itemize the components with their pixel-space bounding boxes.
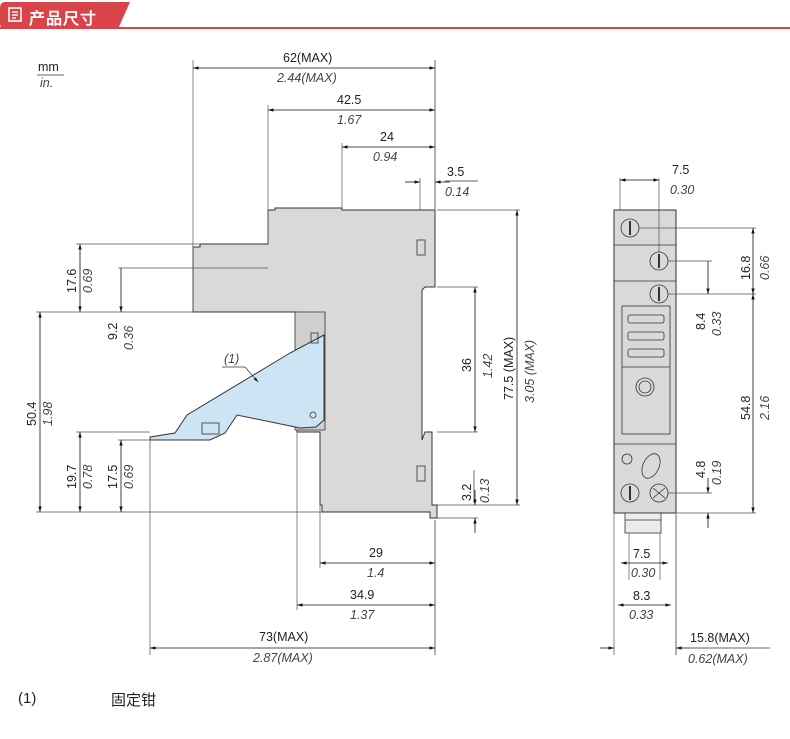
- dim-lower17-mm: 17.5: [106, 465, 120, 489]
- dim-depth29-mm: 29: [369, 546, 383, 560]
- dim-lower19-in: 0.78: [81, 465, 95, 489]
- dim-overall-height-mm: 77.5 (MAX): [502, 337, 516, 400]
- clip-callout: (1): [224, 352, 239, 366]
- section-header: 产品尺寸: [0, 0, 790, 30]
- side-view: (1): [25, 51, 537, 665]
- dim-terminal16-mm: 16.8: [739, 256, 753, 280]
- dim-clip-height-mm: 50.4: [25, 402, 39, 426]
- dim-small-step-mm: 9.2: [106, 323, 120, 340]
- dim-step2-in: 1.67: [337, 113, 362, 127]
- dim-depth34-mm: 34.9: [350, 588, 374, 602]
- footnote-number: (1): [18, 690, 37, 707]
- dim-overall-height-in: 3.05 (MAX): [523, 340, 537, 403]
- dim-screw-pitch-mm: 7.5: [672, 163, 689, 177]
- dim-step2-mm: 42.5: [337, 93, 361, 107]
- header-tab: [0, 2, 130, 29]
- dim-rail-offset-in: 0.14: [445, 185, 469, 199]
- footnote-text: 固定钳: [111, 691, 157, 709]
- dim-terminal8-mm: 8.4: [694, 313, 708, 330]
- dim-step1-in: 0.94: [373, 150, 397, 164]
- dim-terminal16-in: 0.66: [758, 256, 772, 280]
- dim-foot75-mm: 7.5: [633, 547, 650, 561]
- dim-screw-pitch-in: 0.30: [670, 183, 694, 197]
- units-mm: mm: [38, 60, 59, 74]
- dim-rail36-mm: 36: [460, 358, 474, 372]
- dim-foot75-in: 0.30: [631, 566, 655, 580]
- dim-overall-depth-in: 2.87(MAX): [252, 651, 313, 665]
- dim-small-step-in: 0.36: [122, 326, 136, 350]
- dim-overall-width-in: 2.44(MAX): [276, 71, 337, 85]
- dim-terminal4-mm: 4.8: [694, 461, 708, 478]
- dim-terminal4-in: 0.19: [710, 461, 724, 485]
- header-underline: [0, 27, 790, 29]
- dim-rail-offset-mm: 3.5: [447, 165, 464, 179]
- dim-terminal8-in: 0.33: [710, 312, 724, 336]
- units-in: in.: [40, 76, 53, 90]
- document-icon: [8, 7, 22, 22]
- header-title: 产品尺寸: [29, 9, 98, 28]
- dim-step1-mm: 24: [380, 130, 394, 144]
- dim-step-height-in: 0.69: [81, 269, 95, 293]
- dim-bottom-offset-mm: 3.2: [460, 484, 474, 501]
- dim-clip-height-in: 1.98: [41, 402, 55, 426]
- dim-overall-width-mm: 62(MAX): [283, 51, 332, 65]
- front-view: 7.5 0.30 16.8 0.66 8.4 0.33 54.8 2.16 4.…: [600, 163, 772, 666]
- dim-depth29-in: 1.4: [367, 566, 384, 580]
- terminal-screws: [620, 218, 669, 503]
- dim-foot83-mm: 8.3: [633, 589, 650, 603]
- dim-front-width-mm: 15.8(MAX): [690, 631, 750, 645]
- dim-foot83-in: 0.33: [629, 608, 653, 622]
- dim-bottom-offset-in: 0.13: [478, 479, 492, 503]
- dim-terminal54-mm: 54.8: [739, 396, 753, 420]
- dim-depth34-in: 1.37: [350, 608, 375, 622]
- dim-lower17-in: 0.69: [122, 465, 136, 489]
- dim-step-height-mm: 17.6: [65, 269, 79, 293]
- dim-lower19-mm: 19.7: [65, 465, 79, 489]
- dim-front-width-in: 0.62(MAX): [688, 652, 748, 666]
- units-label: mm in.: [37, 60, 64, 90]
- fixing-clip: [149, 334, 325, 441]
- dim-overall-depth-mm: 73(MAX): [259, 630, 308, 644]
- dim-terminal54-in: 2.16: [758, 396, 772, 421]
- dim-rail36-in: 1.42: [481, 354, 495, 378]
- relay-front-body: [613, 209, 677, 514]
